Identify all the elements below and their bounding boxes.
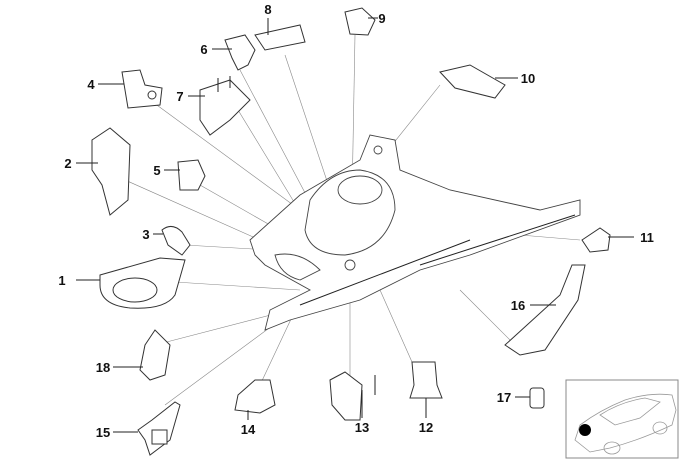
- part-2-bracket: [91, 127, 131, 216]
- part-9-bracket: [344, 7, 376, 36]
- leader-lines: [76, 17, 634, 433]
- part-5-bracket: [177, 159, 206, 191]
- part-8-bracket: [254, 24, 306, 51]
- part-7-bracket: [199, 76, 251, 136]
- callout-2: 2: [64, 156, 71, 171]
- callout-17: 17: [497, 390, 511, 405]
- part-12-bracket: [409, 361, 443, 399]
- callout-10: 10: [521, 71, 535, 86]
- part-1-wheelhouse: [99, 257, 186, 309]
- callout-3: 3: [142, 227, 149, 242]
- part-18-bracket: [139, 329, 171, 381]
- callout-8: 8: [264, 2, 271, 17]
- location-marker: [579, 424, 591, 436]
- callout-5: 5: [153, 163, 160, 178]
- part-11-bracket: [581, 227, 611, 253]
- callout-labels: 1 2 3 4 5 6 7 8 9 10 11 12 13 14 15 16 1…: [58, 2, 653, 440]
- part-10-plate: [439, 64, 506, 99]
- callout-16: 16: [511, 298, 525, 313]
- callout-1: 1: [58, 273, 65, 288]
- callout-11: 11: [640, 230, 654, 245]
- callout-15: 15: [96, 425, 110, 440]
- callout-6: 6: [200, 42, 207, 57]
- part-6-bracket: [224, 34, 256, 71]
- callout-14: 14: [241, 422, 256, 437]
- callout-9: 9: [378, 11, 385, 26]
- vehicle-location-thumbnail: [565, 379, 679, 459]
- part-3-bracket: [161, 226, 191, 256]
- part-16-support: [504, 264, 586, 356]
- callout-13: 13: [355, 420, 369, 435]
- callout-18: 18: [96, 360, 110, 375]
- callout-7: 7: [176, 89, 183, 104]
- part-14-bracket: [234, 379, 276, 414]
- part-13-bracket: [329, 371, 376, 421]
- callout-12: 12: [419, 420, 433, 435]
- part-15-bracket: [137, 401, 181, 456]
- callout-4: 4: [87, 77, 95, 92]
- part-17-stop: [529, 387, 545, 409]
- front-frame-assembly: [249, 134, 581, 331]
- part-4-bracket: [121, 69, 163, 109]
